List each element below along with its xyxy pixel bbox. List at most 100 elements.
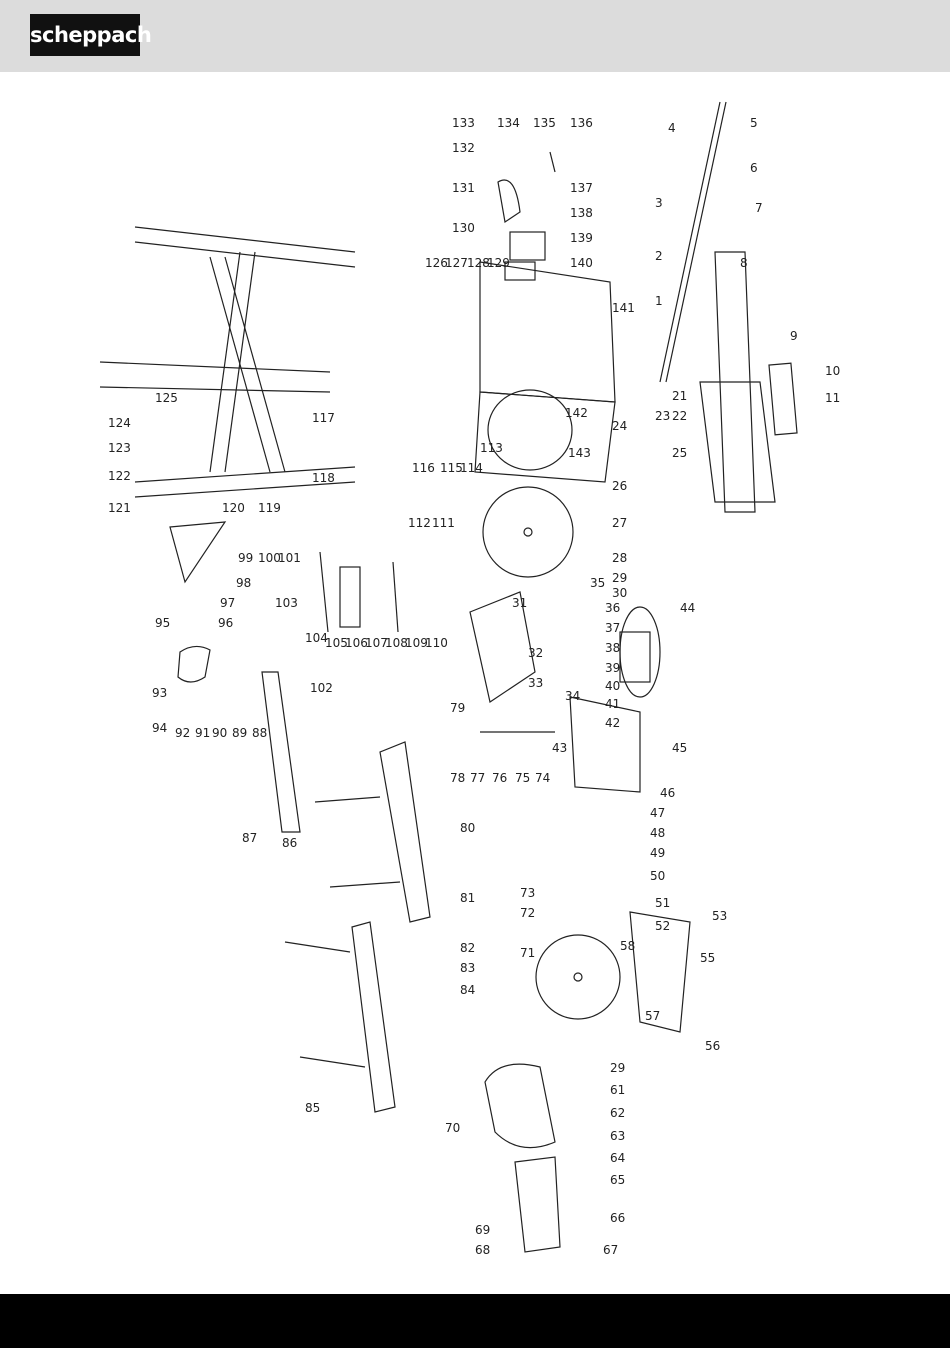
part-label: 37 [605, 621, 620, 635]
part-label: 35 [590, 576, 605, 590]
page-header: scheppach [0, 0, 950, 72]
part-label: 121 [108, 501, 131, 515]
part-label: 65 [610, 1173, 625, 1187]
part-label: 55 [700, 951, 715, 965]
part-label: 101 [278, 551, 301, 565]
part-label: 112 [408, 516, 431, 530]
part-label: 138 [570, 206, 593, 220]
motor-assembly [619, 606, 661, 698]
part-label: 22 [672, 409, 687, 423]
part-label: 77 [470, 771, 485, 785]
part-label: 24 [612, 419, 627, 433]
part-label: 75 [515, 771, 530, 785]
part-label: 10 [825, 364, 840, 378]
part-label: 32 [528, 646, 543, 660]
part-label: 3 [655, 196, 663, 210]
part-label: 21 [672, 389, 687, 403]
part-label: 106 [345, 636, 368, 650]
part-label: 113 [480, 441, 503, 455]
part-label: 105 [325, 636, 348, 650]
part-label: 34 [565, 689, 580, 703]
part-label: 6 [750, 161, 758, 175]
part-label: 115 [440, 461, 463, 475]
part-label: 53 [712, 909, 727, 923]
part-label: 50 [650, 869, 665, 883]
leg-bracket [169, 521, 227, 584]
part-label: 100 [258, 551, 281, 565]
part-label: 86 [282, 836, 297, 850]
part-label: 117 [312, 411, 335, 425]
part-label: 94 [152, 721, 167, 735]
part-label: 39 [605, 661, 620, 675]
part-label: 111 [432, 516, 455, 530]
part-label: 74 [535, 771, 550, 785]
part-label: 4 [668, 121, 676, 135]
part-label: 82 [460, 941, 475, 955]
part-label: 131 [452, 181, 475, 195]
part-label: 140 [570, 256, 593, 270]
part-label: 58 [620, 939, 635, 953]
part-label: 66 [610, 1211, 625, 1225]
brand-logo: scheppach [30, 14, 152, 56]
part-label: 123 [108, 441, 131, 455]
part-label: 71 [520, 946, 535, 960]
part-label: 63 [610, 1129, 625, 1143]
part-label: 79 [450, 701, 465, 715]
part-label: 143 [568, 446, 591, 460]
part-label: 7 [755, 201, 763, 215]
dust-chute [514, 1156, 561, 1253]
part-label: 127 [445, 256, 468, 270]
part-label: 67 [603, 1243, 618, 1257]
part-label: 95 [155, 616, 170, 630]
part-label: 62 [610, 1106, 625, 1120]
part-label: 73 [520, 886, 535, 900]
part-label: 46 [660, 786, 675, 800]
part-label: 87 [242, 831, 257, 845]
part-label: 23 [655, 409, 670, 423]
part-label: 120 [222, 501, 245, 515]
saw-blade-lower [535, 934, 621, 1020]
table-top-assembly [659, 101, 798, 513]
part-label: 51 [655, 896, 670, 910]
part-label: 102 [310, 681, 333, 695]
part-label: 2 [655, 249, 663, 263]
part-label: 92 [175, 726, 190, 740]
riving-knife [469, 591, 536, 703]
part-label: 38 [605, 641, 620, 655]
part-label: 11 [825, 391, 840, 405]
part-label: 52 [655, 919, 670, 933]
blade-guard [629, 911, 691, 1033]
part-label: 114 [460, 461, 483, 475]
part-label: 9 [790, 329, 798, 343]
part-label: 41 [605, 697, 620, 711]
part-label: 44 [680, 601, 695, 615]
part-label: 133 [452, 116, 475, 130]
fence-handle [177, 645, 211, 683]
part-label: 64 [610, 1151, 625, 1165]
exploded-parts-diagram: 1 2 3 4 5 6 7 8 9 10 11 21 22 23 24 25 2… [99, 101, 840, 1257]
part-label: 81 [460, 891, 475, 905]
part-label: 80 [460, 821, 475, 835]
part-label: 48 [650, 826, 665, 840]
part-label: 76 [492, 771, 507, 785]
part-labels: 1 2 3 4 5 6 7 8 9 10 11 21 22 23 24 25 2… [108, 116, 840, 1257]
part-label: 118 [312, 471, 335, 485]
part-label: 125 [155, 391, 178, 405]
part-label: 68 [475, 1243, 490, 1257]
part-label: 142 [565, 406, 588, 420]
part-label: 49 [650, 846, 665, 860]
part-label: 139 [570, 231, 593, 245]
part-label: 130 [452, 221, 475, 235]
part-label: 107 [365, 636, 388, 650]
part-label: 90 [212, 726, 227, 740]
part-label: 70 [445, 1121, 460, 1135]
extension-table-86 [351, 921, 396, 1113]
part-label: 61 [610, 1083, 625, 1097]
part-label: 97 [220, 596, 235, 610]
part-label: 78 [450, 771, 465, 785]
part-label: 109 [405, 636, 428, 650]
part-label: 47 [650, 806, 665, 820]
lower-guard [484, 1063, 556, 1149]
extension-table-82 [379, 741, 431, 923]
part-label: 108 [385, 636, 408, 650]
